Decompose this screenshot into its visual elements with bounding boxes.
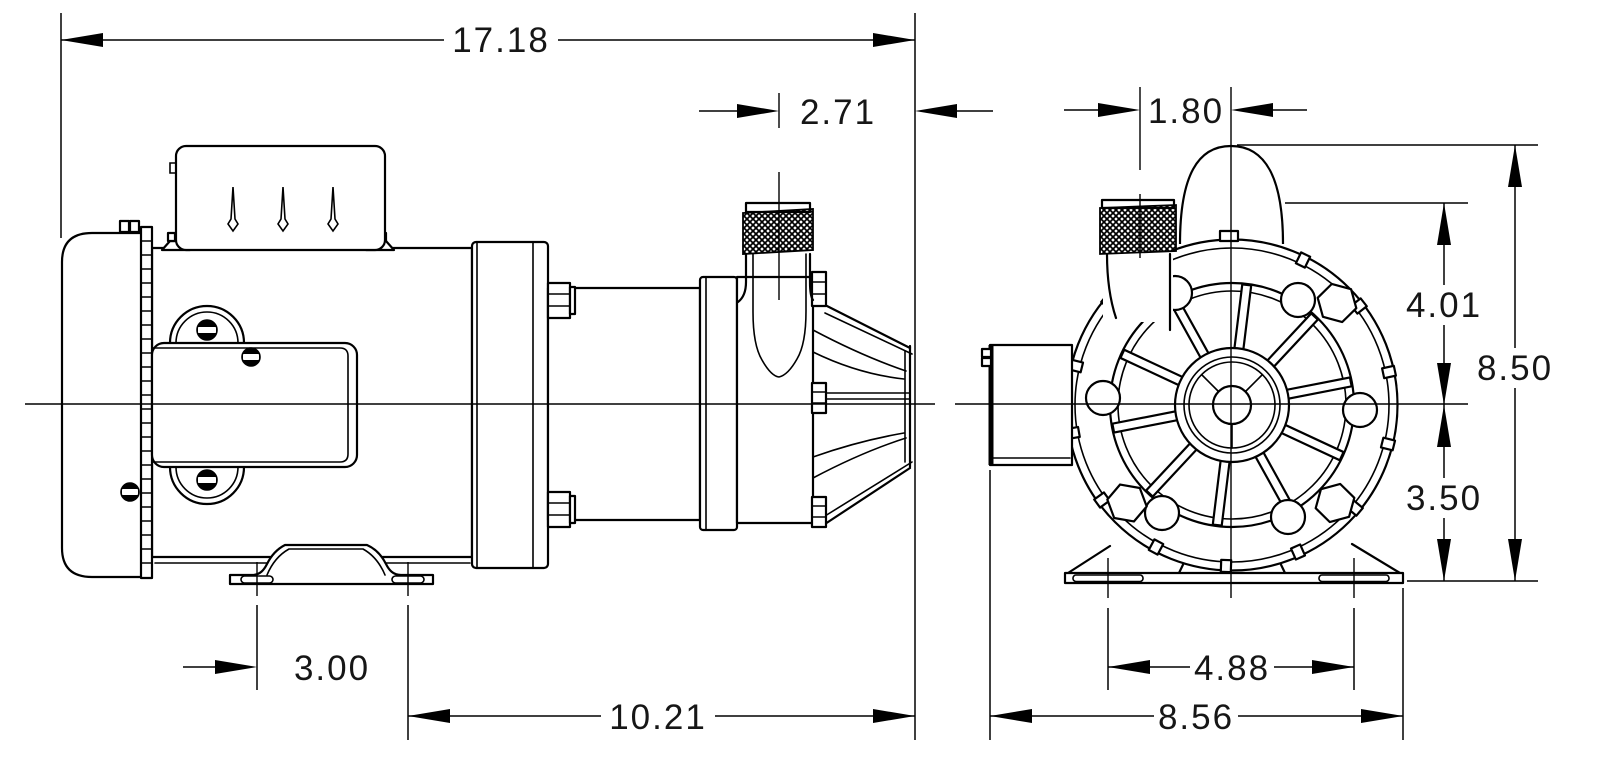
screw-icon bbox=[241, 347, 261, 367]
mounting-base bbox=[1063, 558, 1405, 598]
dim-foot-slot: 3.00 bbox=[183, 562, 409, 740]
dim-text-port-offset: 1.80 bbox=[1148, 92, 1224, 131]
housing-bolts bbox=[546, 281, 577, 529]
terminal-box bbox=[160, 144, 396, 252]
dim-text-foot-slot: 3.00 bbox=[294, 649, 370, 688]
dim-text-port-height: 4.01 bbox=[1406, 286, 1482, 325]
dim-overall-height: 8.50 bbox=[1237, 144, 1557, 582]
centerlines bbox=[25, 87, 1468, 598]
face-bosses bbox=[1084, 274, 1379, 536]
discharge-port-side bbox=[736, 201, 815, 378]
dim-text-slot-spacing: 4.88 bbox=[1194, 649, 1270, 688]
conduit-box bbox=[120, 304, 359, 506]
dim-text-port-setback: 2.71 bbox=[800, 93, 876, 132]
front-view bbox=[980, 144, 1405, 598]
vent-slots bbox=[227, 186, 339, 233]
hub bbox=[1173, 346, 1291, 464]
dim-text-center-to-base: 3.50 bbox=[1406, 479, 1482, 518]
screw-icon bbox=[120, 482, 140, 502]
dim-text-base-length: 8.56 bbox=[1158, 698, 1234, 737]
screw-icon bbox=[196, 469, 218, 491]
dim-slot-spacing: 4.88 bbox=[1107, 608, 1355, 690]
side-view bbox=[60, 144, 913, 586]
motor-end-cap bbox=[60, 219, 145, 579]
motor-flange bbox=[470, 240, 550, 570]
dim-text-wet-end: 10.21 bbox=[609, 698, 707, 737]
motor-rib-band bbox=[139, 225, 154, 580]
dim-port-height: 4.01 bbox=[1285, 202, 1486, 405]
dim-port-setback: 2.71 bbox=[699, 93, 993, 300]
dimension-annotations: 17.18 2.71 1.80 4.01 bbox=[60, 13, 1557, 740]
dim-center-to-base: 3.50 bbox=[1402, 405, 1486, 581]
side-port-front bbox=[980, 343, 1074, 467]
dim-base-length: 8.56 bbox=[989, 470, 1404, 740]
dim-overall-length: 17.18 bbox=[60, 13, 916, 740]
volute-side bbox=[735, 275, 815, 525]
screw-icon bbox=[196, 319, 218, 341]
dim-wet-end: 10.21 bbox=[408, 697, 915, 737]
discharge-port-front bbox=[1099, 198, 1177, 332]
dim-text-overall-length: 17.18 bbox=[452, 21, 550, 60]
suction-cone bbox=[810, 270, 913, 529]
dim-text-overall-height: 8.50 bbox=[1477, 349, 1553, 388]
dim-port-offset: 1.80 bbox=[1064, 87, 1307, 258]
rim-lugs bbox=[1065, 251, 1398, 574]
